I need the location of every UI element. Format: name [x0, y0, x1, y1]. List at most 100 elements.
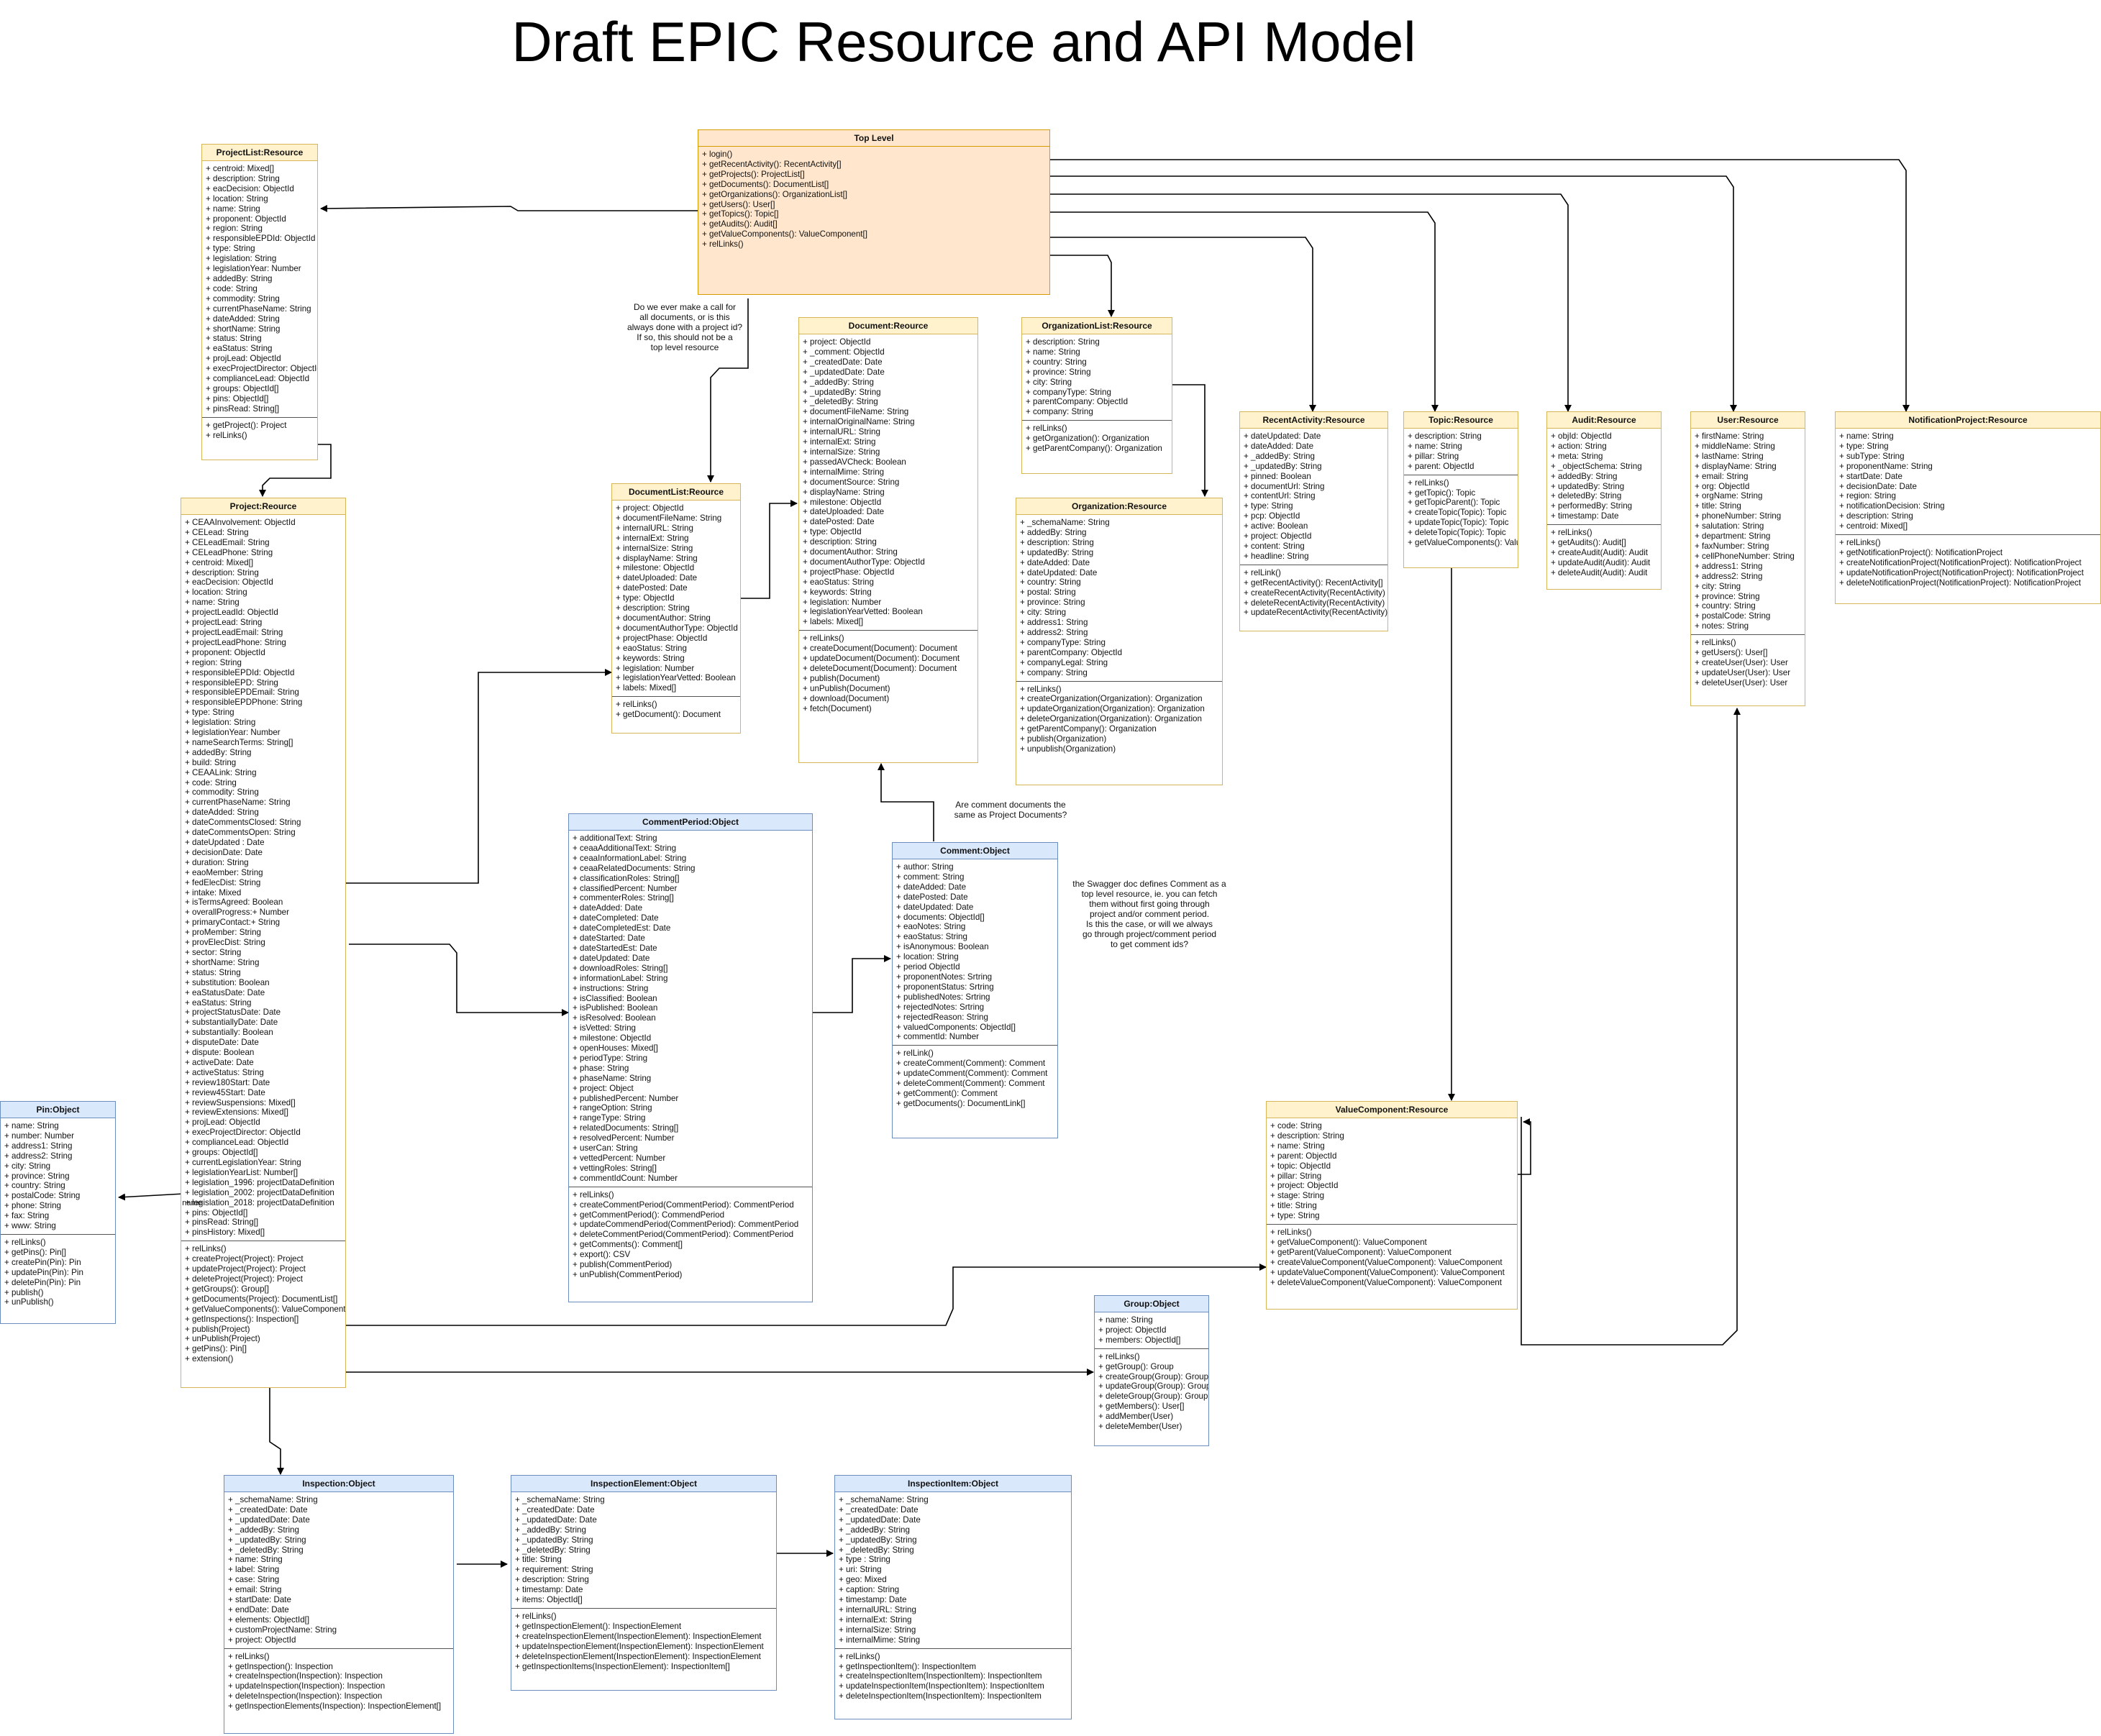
class-inspectionelement-object[interactable]: InspectionElement:Object+ _schemaName: S… [511, 1475, 777, 1691]
class-top-level[interactable]: Top Level+ login()+ getRecentActivity():… [698, 129, 1050, 295]
class-organization-resource[interactable]: Organization:Resource+ _schemaName: Stri… [1016, 498, 1223, 785]
method-item: + relLinks() [839, 1651, 880, 1661]
method-item: + getValueComponents(): ValueComponent[] [702, 229, 867, 239]
attribute-item: + location: String [896, 952, 959, 962]
attribute-item: + province: String [1020, 598, 1085, 608]
attribute-item: + topic: ObjectId [1270, 1161, 1331, 1171]
note-line: If so, this should not be a [637, 332, 733, 342]
attribute-item: + headline: String [1244, 551, 1309, 561]
method-item: + updatePin(Pin): Pin [4, 1267, 83, 1277]
class-pin-object[interactable]: Pin:Object+ name: String+ number: Number… [0, 1101, 116, 1324]
attribute-item: + _schemaName: String [228, 1495, 318, 1504]
method-item: + deleteProject(Project): Project [185, 1274, 303, 1284]
method-item: + getPins(): Pin[] [4, 1247, 67, 1257]
class-comment-object[interactable]: Comment:Object+ author: String+ comment:… [892, 842, 1058, 1138]
attribute-item: + city: String [1026, 377, 1072, 387]
attribute-item: + projectLeadId: ObjectId [185, 608, 278, 618]
method-item: + createTopic(Topic): Topic [1408, 508, 1507, 518]
class-documentlist-resource[interactable]: DocumentList:Reource+ project: ObjectId+… [611, 483, 741, 734]
attribute-item: + salutation: String [1695, 521, 1764, 531]
class-audit-resource[interactable]: Audit:Resource+ objId: ObjectId+ action:… [1546, 411, 1662, 590]
attribute-item: + proponent: ObjectId [185, 647, 265, 657]
attribute-item: + legislationYear: Number [185, 728, 281, 738]
attribute-item: + country: String [1020, 577, 1081, 588]
attribute-item: + legislation_2018: projectDataDefinitio… [185, 1197, 334, 1207]
method-item: + deleteGroup(Group): Group [1098, 1392, 1208, 1402]
attribute-item: + addedBy: String [1020, 527, 1087, 537]
attribute-item: + responsibleEPDEmail: String [185, 687, 299, 698]
attribute-item: + _deletedBy: String [515, 1545, 591, 1555]
method-item: + getOrganization(): Organization [1026, 434, 1149, 444]
attribute-item: + caption: String [839, 1585, 900, 1595]
method-item: + createPin(Pin): Pin [4, 1257, 81, 1267]
attribute-item: + fax: String [4, 1211, 50, 1221]
class-user-resource[interactable]: User:Resource+ firstName: String+ middle… [1690, 411, 1805, 706]
attribute-item: + eacDecision: ObjectId [206, 183, 294, 193]
methods-section: + getProject(): Project+ relLinks() [202, 416, 317, 444]
attribute-item: + documentFileName: String [616, 513, 722, 523]
attribute-item: + performedBy: String [1551, 501, 1633, 511]
attribute-item: + name: String [206, 204, 260, 214]
class-organizationlist-resource[interactable]: OrganizationList:Resource+ description: … [1021, 317, 1172, 474]
class-projectlist-resource[interactable]: ProjectList:Resource+ centroid: Mixed[]+… [201, 144, 318, 460]
method-item: + deleteUser(User): User [1695, 677, 1788, 687]
method-item: + unpublish(Organization) [1020, 744, 1116, 754]
attribute-item: + internalMime: String [803, 467, 885, 477]
method-item: + unPublish() [4, 1297, 54, 1307]
method-item: + unPublish(Document) [803, 683, 890, 693]
attribute-item: + fedElecDist: String [185, 877, 261, 887]
attribute-item: + notes: String [1695, 621, 1749, 631]
attribute-item: + responsibleEPDPhone: String [185, 698, 303, 708]
class-inspection-object[interactable]: Inspection:Object+ _schemaName: String+ … [224, 1475, 454, 1734]
note-line: project and/or comment period. [1089, 909, 1210, 919]
method-item: + publish(Organization) [1020, 734, 1107, 744]
method-item: + getParentCompany(): Organization [1020, 724, 1157, 734]
class-valuecomponent-resource[interactable]: ValueComponent:Resource+ code: String+ d… [1266, 1101, 1518, 1310]
method-item: + deleteInspectionItem(InspectionItem): … [839, 1691, 1042, 1701]
attribute-item: + rejectedNotes: Srtring [896, 1002, 985, 1012]
method-item: + updateInspection(Inspection): Inspecti… [228, 1681, 386, 1691]
attribute-item: + internalOriginalName: String [803, 417, 915, 427]
attribute-item: + rangeOption: String [573, 1103, 652, 1113]
attribute-item: + centroid: Mixed[] [206, 164, 275, 173]
attribute-item: + projectLeadEmail: String [185, 627, 283, 637]
attributes-section: + _schemaName: String+ _createdDate: Dat… [511, 1492, 776, 1608]
attribute-item: + informationLabel: String [573, 973, 668, 983]
class-group-object[interactable]: Group:Object+ name: String+ project: Obj… [1094, 1295, 1209, 1446]
class-project-resource[interactable]: Project:Reource+ CEAAInvolvement: Object… [181, 498, 346, 1388]
class-commentperiod-object[interactable]: CommentPeriod:Object+ additionalText: St… [568, 813, 813, 1302]
class-notificationproject-resource[interactable]: NotificationProject:Resource+ name: Stri… [1835, 411, 2101, 604]
attribute-item: + name: String [1098, 1315, 1153, 1325]
attribute-item: + _updatedDate: Date [803, 367, 885, 377]
attribute-item: + relatedDocuments: String[] [573, 1123, 679, 1133]
edge-project-doclist [345, 669, 612, 884]
attribute-item: + code: String [1270, 1121, 1322, 1130]
edge-top-audit [1050, 193, 1572, 412]
method-item: + getValueComponents(): ValueComponent[] [1408, 538, 1518, 548]
attribute-item: + companyType: String [1020, 637, 1106, 647]
class-inspectionitem-object[interactable]: InspectionItem:Object+ _schemaName: Stri… [834, 1475, 1072, 1719]
class-header: Top Level [698, 130, 1049, 147]
method-item: + publish() [4, 1287, 44, 1297]
attribute-item: + legislationYearVetted: Boolean [616, 673, 736, 683]
attribute-item: + phaseName: String [573, 1073, 652, 1083]
method-item: + createGroup(Group): Group [1098, 1371, 1208, 1381]
class-recentactivity-resource[interactable]: RecentActivity:Resource+ dateUpdated: Da… [1239, 411, 1388, 631]
attribute-item: + companyType: String [1026, 387, 1111, 397]
attribute-item: + name: String [185, 598, 240, 608]
class-document-resource[interactable]: Document:Reource+ project: ObjectId+ _co… [798, 317, 978, 763]
method-item: + updateInspectionElement(InspectionElem… [515, 1641, 764, 1651]
methods-section: + relLinks()+ getGroup(): Group+ createG… [1095, 1348, 1208, 1435]
attribute-item: + dateUploaded: Date [616, 573, 698, 583]
attributes-section: + project: ObjectId+ documentFileName: S… [612, 501, 740, 696]
method-item: + getInspectionItems(InspectionElement):… [515, 1661, 730, 1671]
attribute-item: + review180Start: Date [185, 1077, 270, 1087]
note-line: top level resource [650, 342, 719, 352]
attribute-item: + notificationDecision: String [1839, 501, 1945, 511]
method-item: + updateInspectionItem(InspectionItem): … [839, 1681, 1044, 1691]
method-item: + createInspectionItem(InspectionItem): … [839, 1671, 1042, 1681]
class-topic-resource[interactable]: Topic:Resource+ description: String+ nam… [1403, 411, 1518, 568]
method-item: + extension() [185, 1354, 234, 1364]
method-item: + updateProject(Project): Project [185, 1264, 306, 1274]
